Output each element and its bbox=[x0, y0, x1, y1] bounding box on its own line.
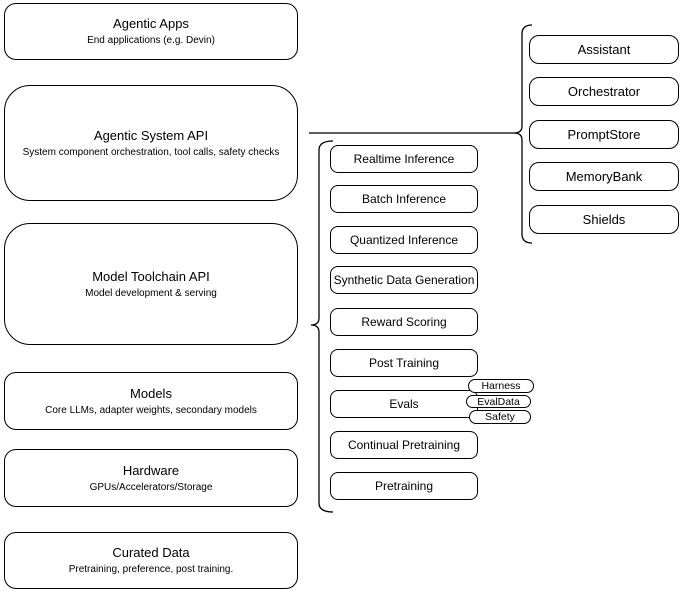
node-title: Curated Data bbox=[112, 545, 190, 560]
node-subtitle: End applications (e.g. Devin) bbox=[87, 35, 215, 46]
node-curated-data: Curated Data Pretraining, preference, po… bbox=[4, 532, 298, 589]
toolchain-item-post-training: Post Training bbox=[330, 349, 478, 377]
node-title: Models bbox=[130, 385, 172, 401]
system-components-brace bbox=[513, 24, 533, 244]
toolchain-item-batch-inference: Batch Inference bbox=[330, 185, 478, 213]
toolchain-item-continual-pretraining: Continual Pretraining bbox=[330, 431, 478, 459]
toolchain-item-evals: Evals bbox=[330, 390, 478, 418]
node-subtitle: Core LLMs, adapter weights, secondary mo… bbox=[45, 404, 257, 416]
component-shields: Shields bbox=[529, 205, 679, 234]
component-assistant: Assistant bbox=[529, 35, 679, 64]
eval-tag-safety: Safety bbox=[469, 410, 531, 424]
toolchain-brace bbox=[310, 140, 334, 513]
node-title: Agentic System API bbox=[93, 127, 209, 143]
node-title: Agentic Apps bbox=[113, 16, 189, 31]
node-agentic-apps: Agentic Apps End applications (e.g. Devi… bbox=[4, 3, 298, 60]
node-subtitle: Model development & serving bbox=[85, 287, 217, 299]
component-orchestrator: Orchestrator bbox=[529, 77, 679, 106]
node-model-toolchain-api: Model Toolchain API Model development & … bbox=[4, 223, 298, 345]
toolchain-item-realtime-inference: Realtime Inference bbox=[330, 145, 478, 173]
node-hardware: Hardware GPUs/Accelerators/Storage bbox=[4, 449, 298, 507]
component-promptstore: PromptStore bbox=[529, 120, 679, 149]
node-title: Model Toolchain API bbox=[92, 268, 210, 284]
component-memorybank: MemoryBank bbox=[529, 162, 679, 191]
node-subtitle: System component orchestration, tool cal… bbox=[22, 146, 280, 158]
node-agentic-system-api: Agentic System API System component orch… bbox=[4, 85, 298, 201]
node-models: Models Core LLMs, adapter weights, secon… bbox=[4, 372, 298, 430]
node-title: Hardware bbox=[122, 462, 180, 478]
toolchain-item-pretraining: Pretraining bbox=[330, 472, 478, 500]
eval-tag-harness: Harness bbox=[468, 379, 534, 393]
toolchain-item-reward-scoring: Reward Scoring bbox=[330, 308, 478, 336]
eval-tag-evaldata: EvalData bbox=[466, 395, 531, 408]
node-subtitle: Pretraining, preference, post training. bbox=[68, 564, 234, 575]
toolchain-item-synthetic-data-generation: Synthetic Data Generation bbox=[330, 266, 478, 294]
node-subtitle: GPUs/Accelerators/Storage bbox=[89, 481, 213, 493]
toolchain-item-quantized-inference: Quantized Inference bbox=[330, 226, 478, 254]
